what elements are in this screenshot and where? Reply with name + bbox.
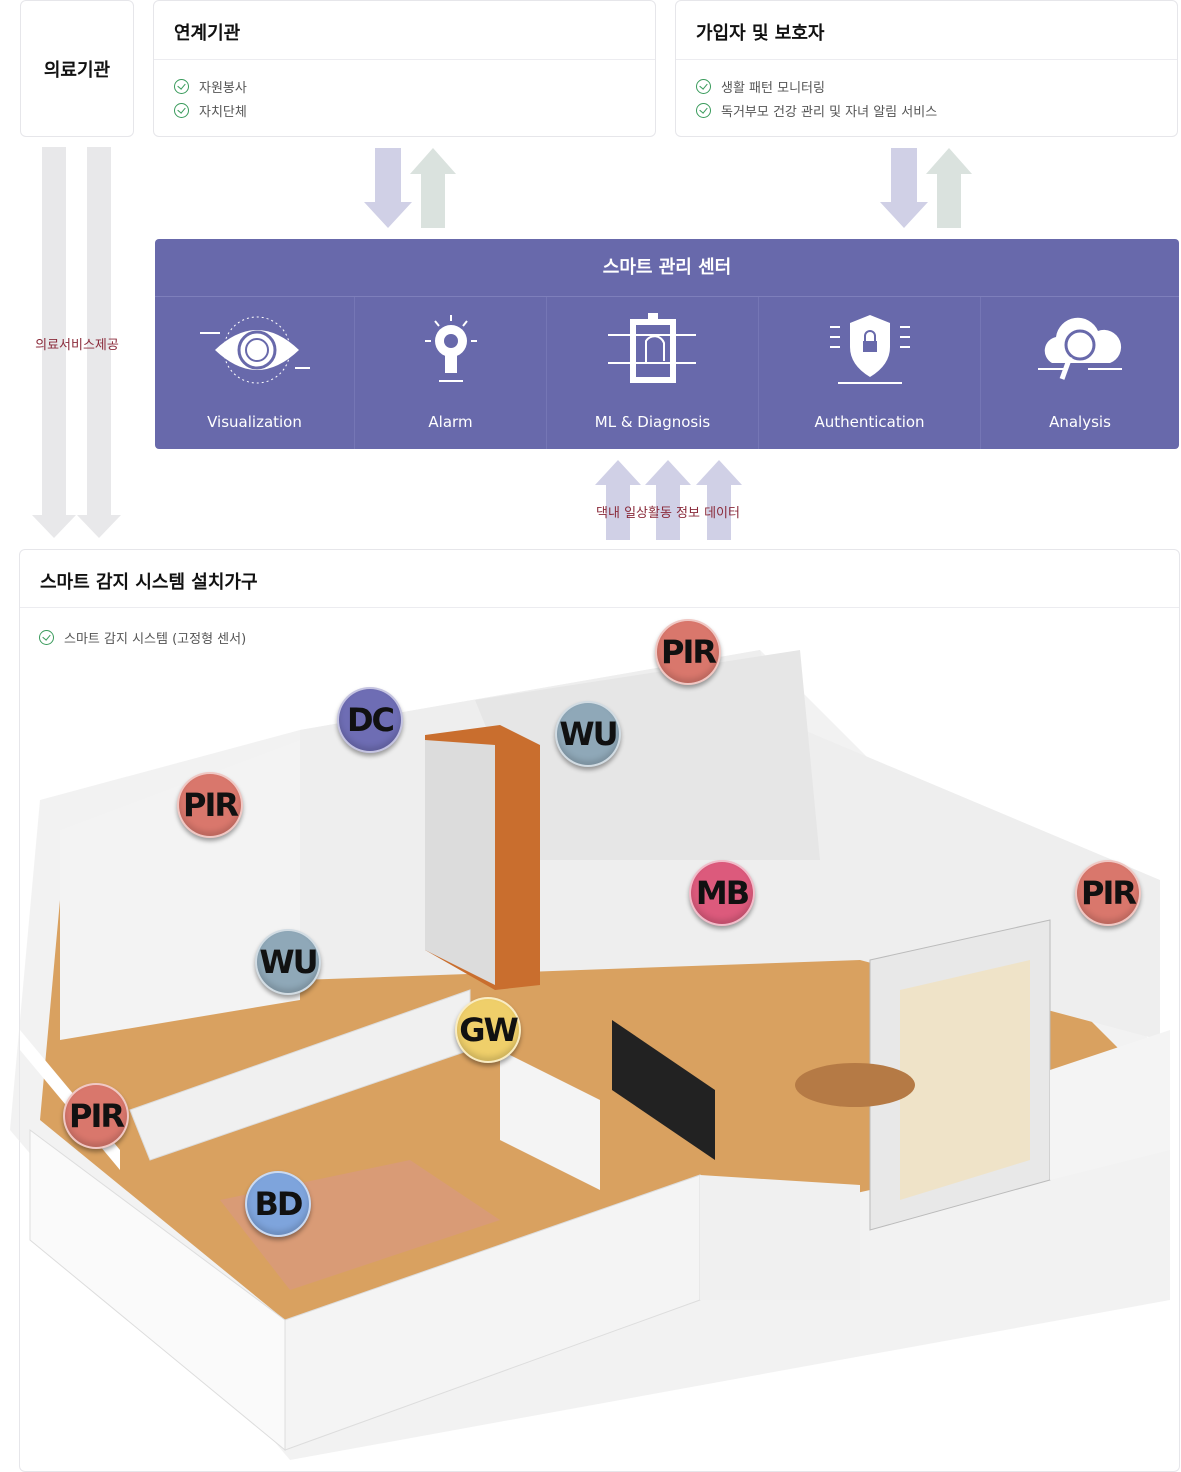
smart-management-center: 스마트 관리 센터 Visualization Alarm ML & Diagn… — [155, 239, 1179, 449]
data-up-arrows-icon — [595, 460, 742, 540]
item-label: 생활 패턴 모니터링 — [721, 80, 825, 96]
check-circle-icon — [174, 102, 189, 118]
center-title: 스마트 관리 센터 — [155, 239, 1179, 297]
guardians-title: 가입자 및 보호자 — [696, 23, 825, 44]
shield-lock-icon — [829, 315, 910, 384]
eye-icon — [199, 316, 310, 384]
item-label: 자치단체 — [199, 104, 247, 120]
module-visualization: Visualization — [155, 297, 355, 449]
list-item: 자원봉사 — [174, 74, 635, 98]
sensor-badge-pir: PIR — [177, 772, 243, 838]
module-label: Alarm — [428, 413, 473, 431]
partners-card: 연계기관 자원봉사 자치단체 — [153, 0, 656, 137]
sensor-badge-wu: WU — [255, 929, 321, 995]
sensor-badge-gw: GW — [455, 997, 521, 1063]
partners-title: 연계기관 — [174, 23, 241, 44]
check-circle-icon — [696, 78, 711, 94]
sensor-badge-bd: BD — [245, 1171, 311, 1237]
item-label: 자원봉사 — [199, 80, 247, 96]
module-label: ML & Diagnosis — [594, 413, 711, 431]
check-circle-icon — [174, 78, 189, 94]
medical-service-label: 의료서비스제공 — [35, 338, 119, 353]
data-flow-label: 댁내 일상활동 정보 데이터 — [596, 506, 740, 521]
check-circle-icon — [696, 102, 711, 118]
check-circle-icon — [39, 629, 54, 645]
sensor-badge-wu: WU — [555, 701, 621, 767]
list-item: 자치단체 — [174, 98, 635, 122]
sensor-badge-pir: PIR — [63, 1083, 129, 1149]
sensor-badge-mb: MB — [689, 860, 755, 926]
item-label: 스마트 감지 시스템 (고정형 센서) — [64, 631, 247, 647]
partners-bidirectional-arrows-icon — [364, 148, 456, 228]
item-label: 독거부모 건강 관리 및 자녀 알림 서비스 — [721, 104, 938, 120]
module-ml-diagnosis: ML & Diagnosis — [547, 297, 759, 449]
module-label: Visualization — [207, 413, 302, 431]
sensor-badge-pir: PIR — [1075, 860, 1141, 926]
module-analysis: Analysis — [981, 297, 1179, 449]
list-item: 생활 패턴 모니터링 — [696, 74, 1157, 98]
guardians-bidirectional-arrows-icon — [880, 148, 972, 228]
sensing-title: 스마트 감지 시스템 설치가구 — [40, 572, 258, 593]
module-authentication: Authentication — [759, 297, 981, 449]
list-item: 스마트 감지 시스템 (고정형 센서) — [39, 625, 1160, 649]
module-alarm: Alarm — [355, 297, 547, 449]
cloud-search-icon — [1038, 317, 1122, 380]
clipboard-head-icon — [607, 313, 696, 383]
lightbulb-icon — [424, 315, 477, 382]
medical-card: 의료기관 — [20, 0, 134, 137]
flow-arrows — [32, 147, 972, 540]
sensor-badge-dc: DC — [337, 687, 403, 753]
guardians-card: 가입자 및 보호자 생활 패턴 모니터링 독거부모 건강 관리 및 자녀 알림 … — [675, 0, 1178, 137]
medical-title: 의료기관 — [43, 59, 111, 81]
sensor-badge-pir: PIR — [655, 619, 721, 685]
module-label: Authentication — [814, 413, 925, 431]
module-label: Analysis — [1049, 413, 1111, 431]
medical-down-arrows-icon — [32, 147, 121, 538]
list-item: 독거부모 건강 관리 및 자녀 알림 서비스 — [696, 98, 1157, 122]
